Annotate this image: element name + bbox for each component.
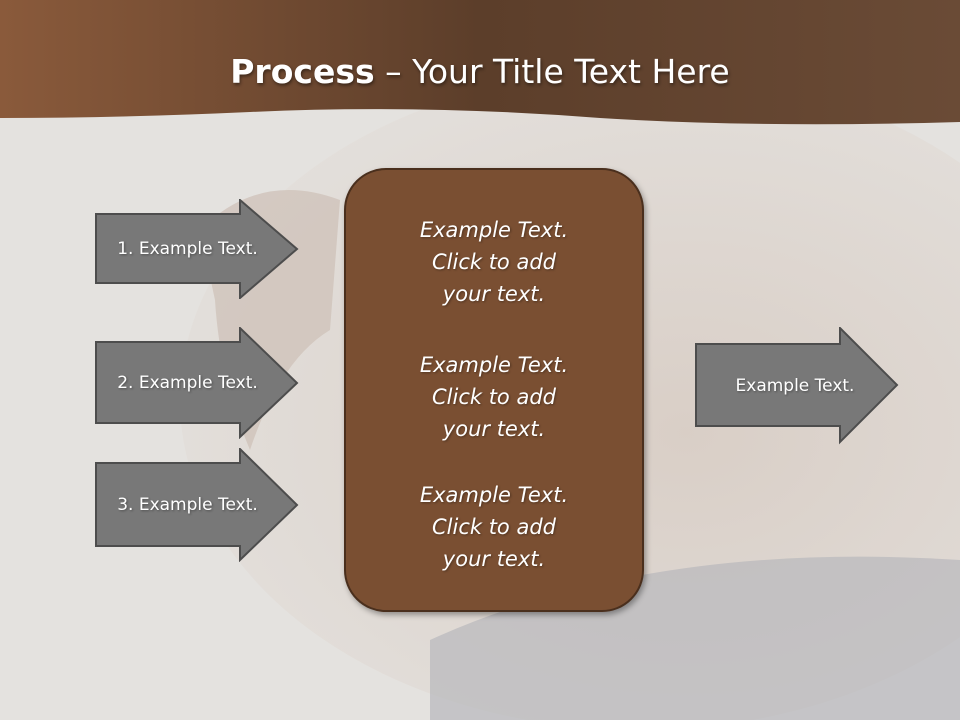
block-line: your text. xyxy=(442,547,546,571)
center-text-block-2: Example Text. Click to add your text. xyxy=(346,349,642,445)
center-text-block-1: Example Text. Click to add your text. xyxy=(346,214,642,310)
block-line: Click to add xyxy=(431,515,556,539)
arrow-shape xyxy=(95,327,299,439)
block-line: Example Text. xyxy=(419,218,569,242)
arrow-step-3[interactable]: 3. Example Text. xyxy=(95,448,300,562)
arrow-shape xyxy=(695,327,899,445)
slide-title[interactable]: Process – Your Title Text Here xyxy=(0,52,960,91)
block-line: Example Text. xyxy=(419,353,569,377)
center-text-block-3: Example Text. Click to add your text. xyxy=(346,479,642,575)
block-line: your text. xyxy=(442,417,546,441)
arrow-step-1[interactable]: 1. Example Text. xyxy=(95,199,300,299)
arrow-label: Example Text. xyxy=(735,376,855,396)
arrow-label: 1. Example Text. xyxy=(117,239,258,259)
arrow-shape xyxy=(95,199,299,299)
block-line: Click to add xyxy=(431,385,556,409)
arrow-step-2[interactable]: 2. Example Text. xyxy=(95,327,300,439)
block-line: Example Text. xyxy=(419,483,569,507)
center-text-box[interactable]: Example Text. Click to add your text. Ex… xyxy=(344,168,644,612)
arrow-shape xyxy=(95,448,299,562)
title-rest: – Your Title Text Here xyxy=(374,52,730,91)
arrow-result[interactable]: Example Text. xyxy=(695,327,900,445)
arrow-label: 3. Example Text. xyxy=(117,495,258,515)
arrow-label: 2. Example Text. xyxy=(117,373,258,393)
title-bold: Process xyxy=(230,52,375,91)
block-line: your text. xyxy=(442,282,546,306)
block-line: Click to add xyxy=(431,250,556,274)
